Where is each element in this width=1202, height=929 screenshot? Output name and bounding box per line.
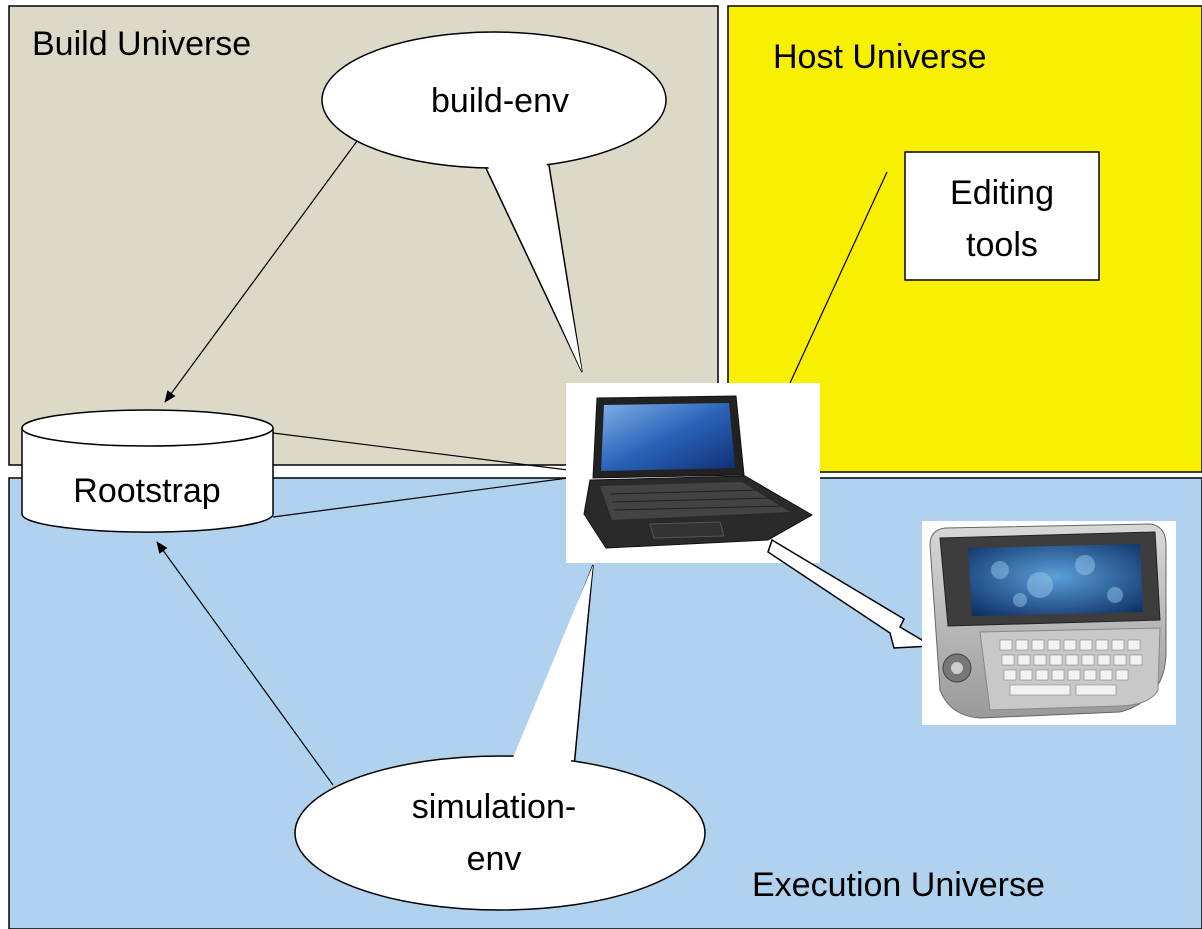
rootstrap-laptop-line-bottom bbox=[272, 477, 569, 518]
build-env-label: build-env bbox=[431, 82, 569, 120]
editing-tools-label-line2: tools bbox=[966, 226, 1038, 264]
rootstrap-database: Rootstrap bbox=[21, 409, 274, 533]
simulation-env-label-line2: env bbox=[467, 840, 522, 878]
editing-tools-label-line1: Editing bbox=[950, 174, 1054, 212]
editing-tools-laptop-line bbox=[789, 171, 888, 384]
deploy-arrow bbox=[767, 538, 935, 649]
rootstrap-label: Rootstrap bbox=[73, 472, 220, 510]
build-env-to-rootstrap-arrow bbox=[164, 136, 361, 403]
rootstrap-laptop-line-top bbox=[272, 432, 569, 471]
simulation-env-label-line1: simulation- bbox=[412, 788, 576, 826]
host-universe-label: Host Universe bbox=[773, 38, 987, 76]
execution-universe-label: Execution Universe bbox=[752, 866, 1045, 904]
simulation-env-callout: simulation- env bbox=[294, 564, 706, 911]
build-universe-label: Build Universe bbox=[32, 25, 251, 63]
laptop-icon bbox=[566, 383, 820, 563]
build-env-callout: build-env bbox=[321, 31, 667, 373]
editing-tools-box: Editing tools bbox=[904, 151, 1100, 281]
handheld-device-icon bbox=[922, 521, 1176, 725]
simulation-env-to-rootstrap-arrow bbox=[156, 541, 334, 786]
